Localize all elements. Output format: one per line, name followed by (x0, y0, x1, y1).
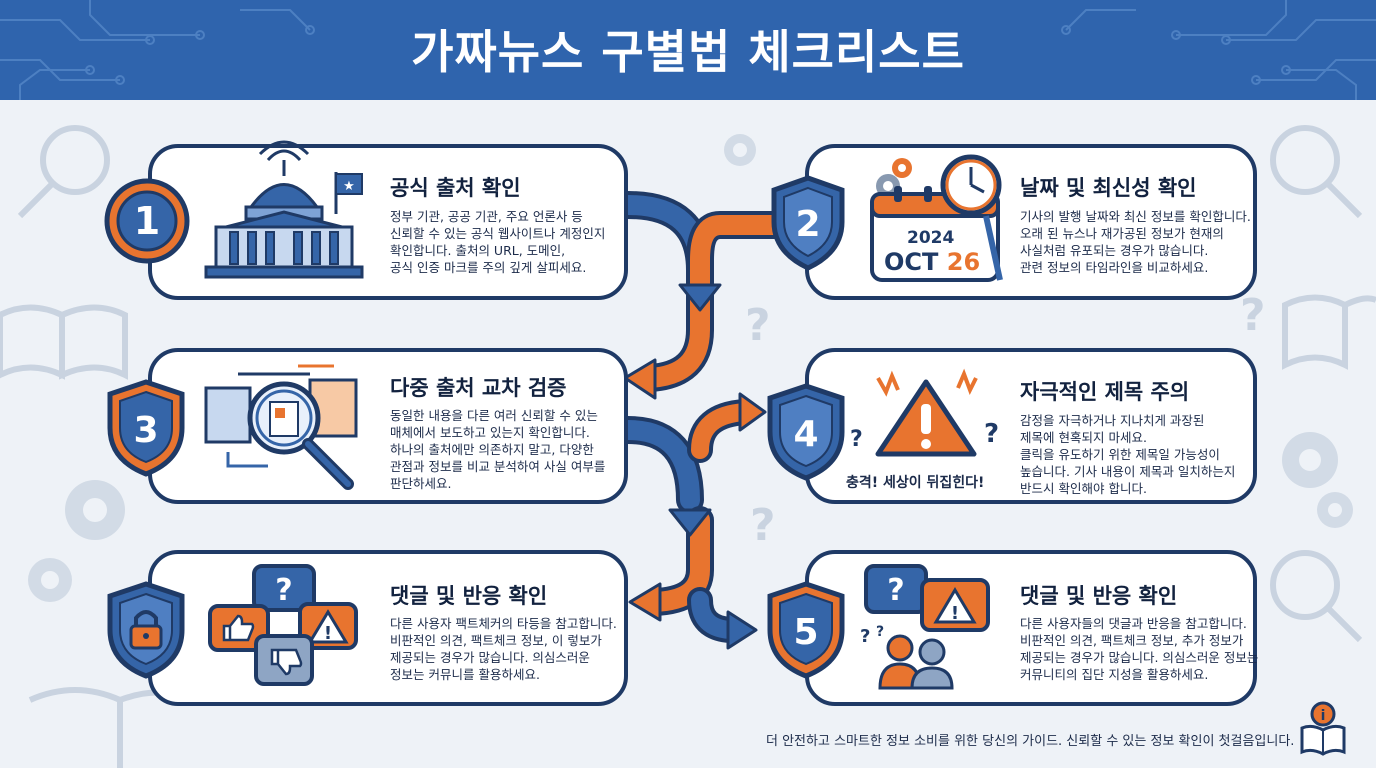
step-title-2: 날짜 및 최신성 확인 (1020, 176, 1197, 200)
svg-text:i: i (1321, 708, 1326, 724)
step-number-1: 1 (134, 199, 160, 243)
step-body-5: 다른 사용자들의 댓글과 반응을 참고합니다. 비판적인 의견, 팩트체크 정보… (1020, 616, 1259, 682)
step-title-lock: 댓글 및 반응 확인 (390, 584, 548, 608)
step-body-3: 동일한 내용을 다른 여러 신뢰할 수 있는 매체에서 보도하고 있는지 확인합… (390, 408, 606, 491)
building-icon: ★ (204, 140, 364, 279)
svg-text:!: ! (951, 603, 959, 624)
thumbs-up-icon (222, 614, 255, 642)
calendar-day: 26 (946, 248, 981, 276)
step-number-4: 4 (793, 414, 818, 455)
step-card-4 (805, 348, 1257, 504)
svg-text:?: ? (750, 500, 776, 551)
circuit-pattern-icon (0, 0, 1376, 100)
clock-icon (940, 154, 1002, 216)
step-body-2: 기사의 발행 날짜와 최신 정보를 확인합니다. 오래 된 뉴스나 재가공된 정… (1020, 209, 1251, 275)
alert-caption: 충격! 세상이 뒤집힌다! (846, 475, 985, 491)
footer-text: 더 안전하고 스마트한 정보 소비를 위한 당신의 가이드. 신뢰할 수 있는 … (766, 734, 1295, 749)
svg-text:?: ? (745, 300, 771, 351)
step-badge-2: 2 (771, 175, 845, 271)
step-number-2: 2 (795, 204, 820, 245)
svg-text:?: ? (275, 573, 292, 608)
step-badge-5: 5 (767, 581, 845, 679)
page-title: 가짜뉴스 구별법 체크리스트 (411, 25, 965, 79)
svg-text:?: ? (876, 624, 884, 640)
step-number-3: 3 (133, 410, 158, 451)
svg-text:?: ? (887, 573, 904, 608)
svg-text:?: ? (860, 626, 870, 647)
step-badge-4: 4 (767, 383, 845, 481)
step-title-3: 다중 출처 교차 검증 (390, 376, 567, 400)
calendar-month: OCT (884, 248, 939, 276)
step-title-5: 댓글 및 반응 확인 (1020, 584, 1178, 608)
header-banner: 가짜뉴스 구별법 체크리스트 (0, 0, 1376, 100)
svg-text:!: ! (324, 623, 332, 644)
people-icon: ? ! ? ? (860, 564, 990, 690)
lock-icon (129, 610, 163, 650)
step-body-lock: 다른 사용자 팩트체커의 타등을 참고합니다. 비판적인 의견, 팩트체크 정보… (390, 616, 617, 682)
step-title-1: 공식 출처 확인 (390, 176, 521, 200)
step-body-4: 감정을 자극하거나 지나치게 과장된 제목에 현혹되지 마세요. 클릭을 유도하… (1020, 413, 1236, 496)
svg-text:★: ★ (343, 179, 355, 194)
background-decorations: ? ? ? (0, 125, 1376, 768)
step-badge-3: 3 (107, 379, 185, 477)
calendar-icon (870, 158, 1003, 282)
warning-icon: ? ? (850, 368, 999, 457)
step-body-1: 정부 기관, 공공 기관, 주요 언론사 등 신뢰할 수 있는 공식 웹사이트나… (390, 209, 606, 275)
thumbs-down-icon (270, 648, 303, 676)
magnifier-icon (204, 364, 358, 490)
svg-text:?: ? (1240, 290, 1266, 341)
step-title-4: 자극적인 제목 주의 (1020, 380, 1190, 404)
calendar-year: 2024 (907, 228, 955, 248)
svg-text:?: ? (984, 419, 999, 449)
step-badge-1: 1 (104, 178, 190, 264)
step-number-5: 5 (793, 612, 818, 653)
book-info-icon: i (1300, 701, 1346, 756)
calendar-date: OCT 26 (884, 248, 980, 276)
svg-text:?: ? (850, 427, 863, 452)
